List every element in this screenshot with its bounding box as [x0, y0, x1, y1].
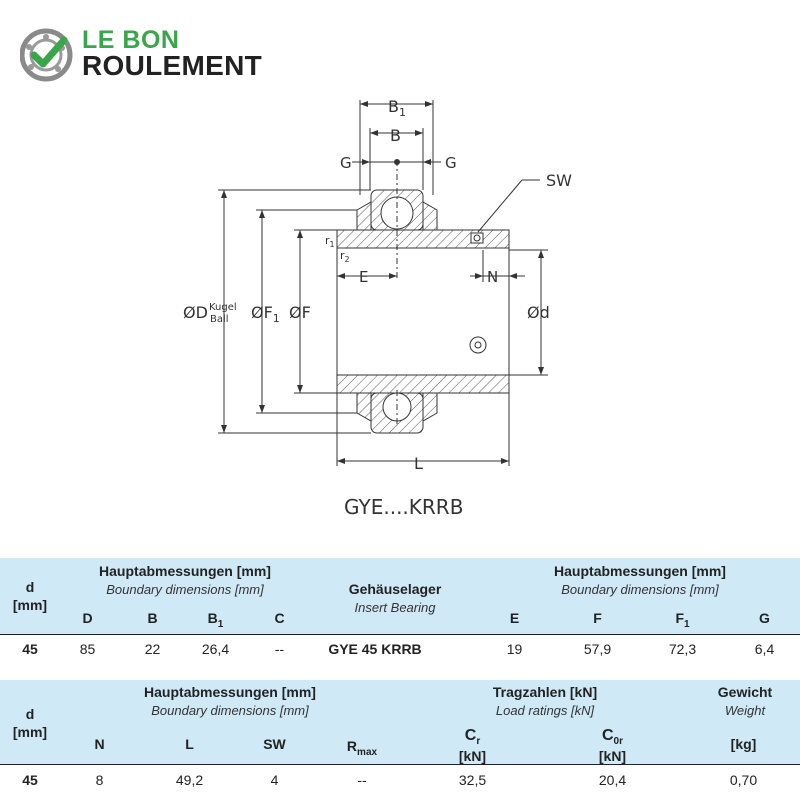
- t2-val-rmax: --: [357, 772, 367, 788]
- table1-header: [0, 558, 800, 634]
- label-diameter-f: ØF: [289, 303, 311, 322]
- t1-insert-de: Gehäuselager: [348, 581, 442, 597]
- t1-separator: [0, 634, 800, 635]
- t1-val-B1: 26,4: [201, 641, 230, 657]
- t1-group-right-en: Boundary dimensions [mm]: [561, 582, 719, 597]
- t2-val-n: 8: [95, 772, 104, 788]
- t2-val-kg: 0,70: [729, 772, 758, 788]
- t2-col-cr-unit: [kN]: [458, 748, 487, 764]
- t2-col-c0r: C0r: [601, 727, 623, 747]
- t2-d-label: d: [25, 706, 35, 722]
- t1-val-E: 19: [506, 641, 523, 657]
- drawing-caption: GYE....KRRB: [344, 495, 463, 519]
- label-diameter-small-d: Ød: [527, 303, 550, 322]
- t2-load-de: Tragzahlen [kN]: [492, 684, 598, 700]
- t1-col-f: F: [593, 610, 602, 626]
- t2-col-c0r-unit: [kN]: [598, 748, 627, 764]
- label-g-left: G: [340, 154, 352, 172]
- t2-weight-en: Weight: [724, 703, 766, 718]
- t1-group-main-en: Boundary dimensions [mm]: [106, 582, 264, 597]
- label-sw: SW: [546, 171, 572, 190]
- t2-val-l: 49,2: [175, 772, 204, 788]
- t2-group-main-de: Hauptabmessungen [mm]: [144, 684, 316, 700]
- t1-mm-label: [mm]: [12, 597, 48, 613]
- label-g-right: G: [445, 154, 457, 172]
- t1-val-B: 22: [144, 641, 161, 657]
- bearing-check-icon: [20, 28, 73, 82]
- t1-col-d: D: [82, 610, 93, 626]
- t1-val-C: --: [274, 641, 285, 657]
- t1-d-label: d: [25, 579, 35, 595]
- t1-insert-en: Insert Bearing: [354, 600, 436, 615]
- t1-val-G: 6,4: [754, 641, 775, 657]
- t2-col-sw: SW: [263, 736, 286, 752]
- t1-group-main-de: Hauptabmessungen [mm]: [99, 563, 271, 579]
- t1-col-f1: F1: [675, 610, 690, 630]
- label-r2: r2: [340, 249, 350, 264]
- t2-col-n: N: [94, 736, 105, 752]
- t2-group-main-en: Boundary dimensions [mm]: [151, 703, 309, 718]
- t2-weight-de: Gewicht: [717, 684, 773, 700]
- label-r1: r1: [325, 234, 335, 249]
- t1-val-D: 85: [79, 641, 96, 657]
- t2-val-c0r: 20,4: [598, 772, 627, 788]
- t2-col-rmax: Rmax: [346, 738, 378, 758]
- t1-col-g: G: [759, 610, 770, 626]
- label-ball: Ball: [210, 314, 229, 325]
- label-diameter-f1: ØF1: [251, 303, 280, 325]
- t1-val-F1: 72,3: [668, 641, 697, 657]
- logo-line-1: LE BON: [82, 26, 180, 54]
- t2-col-l: L: [185, 736, 194, 752]
- t2-val-d: 45: [22, 772, 38, 788]
- t2-col-cr: Cr: [464, 727, 481, 747]
- t1-group-right-de: Hauptabmessungen [mm]: [554, 563, 726, 579]
- label-b: B: [390, 126, 401, 145]
- label-diameter-d: ØD: [183, 303, 208, 322]
- t1-col-b: B: [147, 610, 158, 626]
- label-l: L: [414, 454, 423, 473]
- t1-col-b1: B1: [207, 610, 224, 630]
- t1-col-e: E: [509, 610, 520, 626]
- label-n: N: [487, 268, 498, 286]
- t2-mm-label: [mm]: [12, 724, 48, 740]
- t1-val-F: 57,9: [583, 641, 612, 657]
- t2-load-en: Load ratings [kN]: [495, 703, 595, 718]
- label-b1: B1: [388, 97, 406, 119]
- label-e: E: [359, 268, 368, 286]
- t2-col-kg: [kg]: [730, 736, 757, 752]
- table2-header: [0, 680, 800, 764]
- t2-val-cr: 32,5: [458, 772, 487, 788]
- logo-line-2: ROULEMENT: [82, 50, 263, 81]
- t1-val-insert: GYE 45 KRRB: [328, 641, 422, 657]
- bearing-technical-drawing: B1 B G G SW r1 r2 E N ØD Kugel Ball ØF1 …: [183, 97, 572, 519]
- t1-val-d: 45: [22, 641, 38, 657]
- t2-separator: [0, 764, 800, 765]
- t1-col-c: C: [274, 610, 285, 626]
- t2-val-sw: 4: [270, 772, 279, 788]
- label-kugel: Kugel: [209, 302, 237, 313]
- brand-logo: LE BON ROULEMENT: [20, 26, 300, 86]
